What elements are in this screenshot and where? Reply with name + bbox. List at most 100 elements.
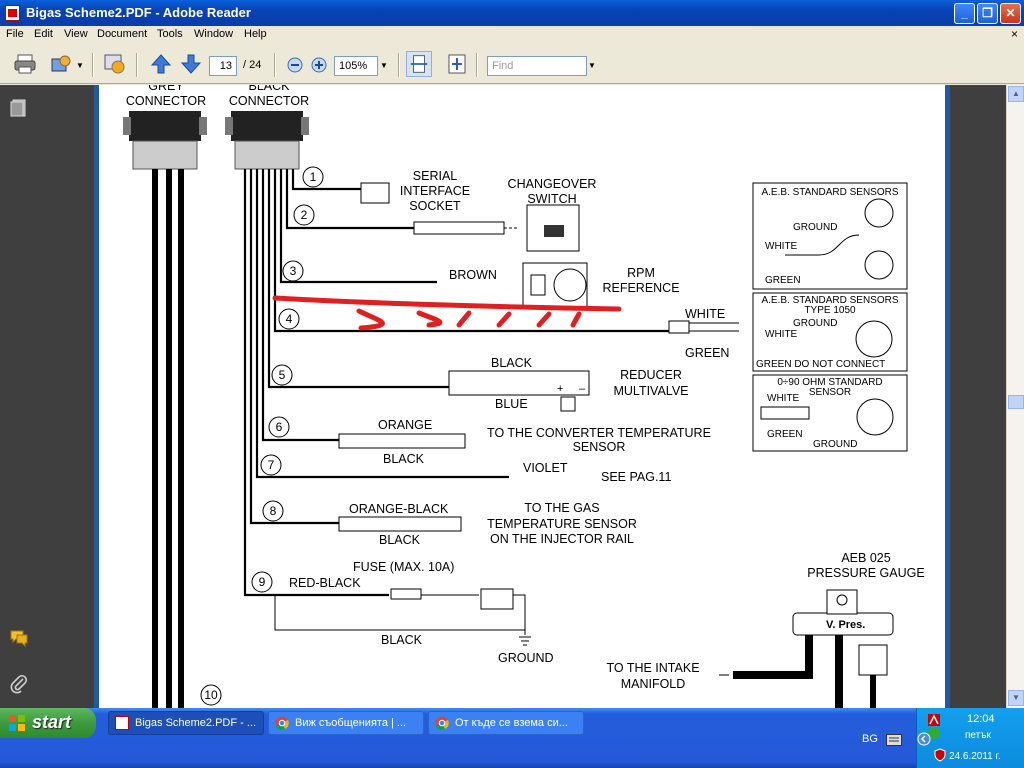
- red-annotation-scribble: [272, 295, 622, 331]
- fit-page-icon[interactable]: [444, 51, 470, 77]
- toolbar-separator: [476, 53, 478, 77]
- pdf-file-icon: [115, 716, 129, 730]
- white-label: WHITE: [685, 307, 725, 321]
- grey-harness-wires: [152, 169, 184, 708]
- chrome-icon: [435, 716, 449, 730]
- task-chrome-thread[interactable]: От къде се взема си...: [428, 711, 584, 735]
- zoom-in-icon[interactable]: [306, 51, 332, 77]
- zoom-input[interactable]: 105%: [334, 56, 378, 76]
- page-setup-dropdown-icon[interactable]: ▼: [76, 61, 84, 70]
- wire-number-10: 10: [204, 688, 218, 702]
- navigation-pane: [0, 85, 38, 708]
- see-pag-label: SEE PAG.11: [601, 470, 671, 484]
- menu-edit[interactable]: Edit: [34, 28, 53, 40]
- task-label: Bigas Scheme2.PDF - ...: [135, 717, 257, 729]
- task-chrome-messages[interactable]: Виж съобщенията | ...: [268, 711, 424, 735]
- fit-width-icon[interactable]: [406, 51, 432, 77]
- scroll-down-icon[interactable]: ▼: [1008, 690, 1024, 706]
- menu-tools[interactable]: Tools: [157, 28, 183, 40]
- minimize-button[interactable]: _: [954, 3, 975, 24]
- aeb-1050-ground: GROUND: [793, 318, 837, 329]
- previous-page-icon[interactable]: [148, 51, 174, 77]
- document-close-icon[interactable]: ×: [1010, 27, 1018, 41]
- keyboard-icon[interactable]: [886, 734, 902, 746]
- black-harness-wires: [243, 169, 669, 597]
- menu-file[interactable]: File: [6, 28, 24, 40]
- comments-icon[interactable]: [8, 627, 30, 649]
- wire-number-6: 6: [276, 420, 283, 434]
- aeb-1050-sensors-box: A.E.B. STANDARD SENSORS TYPE 1050 GROUND…: [752, 292, 908, 372]
- page-setup-icon[interactable]: [48, 51, 74, 77]
- menu-document[interactable]: Document: [97, 28, 148, 40]
- scroll-up-icon[interactable]: ▲: [1008, 86, 1024, 102]
- aeb-std-green: GREEN: [765, 275, 801, 286]
- converter-label-2: SENSOR: [573, 440, 626, 454]
- ohm-sensor-title-2: SENSOR: [809, 387, 851, 398]
- menu-help[interactable]: Help: [244, 28, 267, 40]
- rpm-label-2: REFERENCE: [602, 281, 679, 295]
- system-tray: 12:04 петък 24.6.2011 г.: [916, 708, 1024, 768]
- reducer-label-2: MULTIVALVE: [613, 384, 688, 398]
- pages-icon[interactable]: [8, 97, 30, 119]
- ground-label: GROUND: [498, 651, 554, 665]
- black-connector-label-2: CONNECTOR: [229, 94, 309, 108]
- find-dropdown-icon[interactable]: ▼: [588, 61, 596, 70]
- gas-temp-label-2: TEMPERATURE SENSOR: [487, 517, 637, 531]
- green-label: GREEN: [685, 346, 729, 360]
- network-icon[interactable]: [927, 726, 941, 740]
- black-connector: [225, 111, 309, 170]
- fuse-label: FUSE (MAX. 10A): [353, 560, 454, 574]
- language-indicator[interactable]: BG: [862, 733, 878, 745]
- restore-button[interactable]: ❐: [977, 3, 998, 24]
- security-shield-icon[interactable]: [933, 748, 947, 762]
- serial-label-2: INTERFACE: [400, 184, 470, 198]
- clock-time[interactable]: 12:04: [967, 713, 995, 725]
- tray-expand-icon[interactable]: [917, 732, 931, 746]
- wire-number-2: 2: [301, 208, 308, 222]
- toolbar-separator: [274, 53, 276, 77]
- scroll-thumb[interactable]: [1008, 395, 1024, 409]
- converter-black-label: BLACK: [383, 452, 425, 466]
- attachments-icon[interactable]: [8, 673, 30, 695]
- menu-window[interactable]: Window: [194, 28, 234, 40]
- start-label: start: [32, 712, 72, 732]
- orange-black-label: ORANGE-BLACK: [349, 502, 449, 516]
- find-input[interactable]: Find: [487, 56, 587, 76]
- vertical-scrollbar[interactable]: ▲ ▼: [1006, 85, 1024, 708]
- wiring-diagram: GREY CONNECTOR BLACK CONNECTOR: [123, 85, 925, 708]
- aeb-1050-white: WHITE: [765, 329, 798, 340]
- page-total-label: / 24: [243, 59, 262, 71]
- wire-number-7: 7: [268, 458, 275, 472]
- minus-sign: –: [579, 383, 586, 395]
- document-viewport[interactable]: GREY CONNECTOR BLACK CONNECTOR: [38, 85, 1006, 708]
- zoom-dropdown-icon[interactable]: ▼: [380, 61, 388, 70]
- gas-temp-label-1: TO THE GAS: [524, 501, 599, 515]
- aeb-1050-title-1: A.E.B. STANDARD SENSORS: [761, 295, 898, 306]
- adobe-tray-icon[interactable]: [927, 713, 941, 727]
- page-number-input[interactable]: 13: [209, 56, 237, 76]
- pdf-page: GREY CONNECTOR BLACK CONNECTOR: [94, 85, 950, 708]
- reducer-black-label: BLACK: [491, 356, 533, 370]
- collaborate-icon[interactable]: [102, 51, 128, 77]
- toolbar-separator: [398, 53, 400, 77]
- intake-label-1: TO THE INTAKE: [606, 661, 699, 675]
- grey-connector-label-2: CONNECTOR: [126, 94, 206, 108]
- changeover-plug: [413, 221, 505, 235]
- serial-label-3: SOCKET: [409, 199, 461, 213]
- title-bar: Bigas Scheme2.PDF - Adobe Reader _ ❐ ✕: [0, 0, 1024, 26]
- adobe-reader-icon: [5, 5, 20, 21]
- chrome-icon: [275, 716, 289, 730]
- battery-icon: [480, 588, 514, 610]
- task-adobe-reader[interactable]: Bigas Scheme2.PDF - ...: [108, 711, 264, 735]
- zoom-out-icon[interactable]: [282, 51, 308, 77]
- next-page-icon[interactable]: [178, 51, 204, 77]
- close-button[interactable]: ✕: [1000, 3, 1021, 24]
- black-connector-label-1: BLACK: [249, 85, 291, 93]
- toolbar: ▼ 13 / 24 105% ▼ Find ▼: [0, 45, 1024, 84]
- wire-number-4: 4: [286, 312, 293, 326]
- aeb025-label-2: PRESSURE GAUGE: [807, 566, 924, 580]
- start-button[interactable]: start: [0, 708, 96, 738]
- aeb-std-title: A.E.B. STANDARD SENSORS: [761, 187, 898, 198]
- menu-view[interactable]: View: [64, 28, 88, 40]
- print-icon[interactable]: [12, 51, 38, 77]
